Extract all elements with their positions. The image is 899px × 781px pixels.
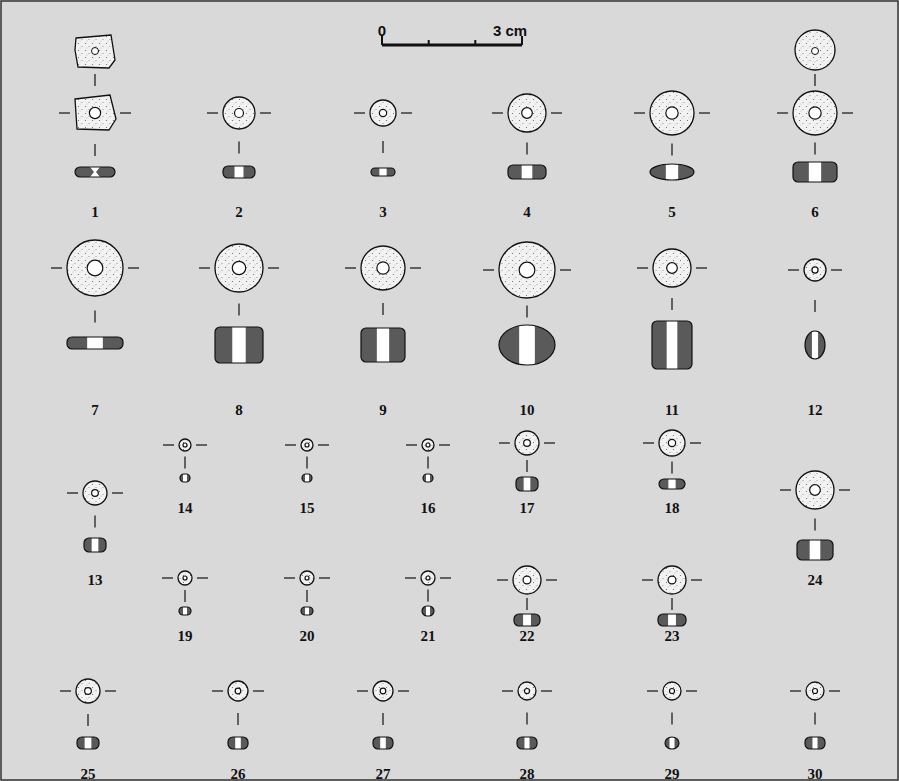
- callout-number: 30: [808, 767, 823, 781]
- callout-number: 3: [379, 205, 387, 220]
- callout-number: 11: [665, 403, 679, 418]
- bead-drawing: [497, 566, 557, 626]
- callout-number: 24: [808, 573, 823, 588]
- bead-drawing: [405, 571, 451, 616]
- bead-drawing: [51, 240, 139, 349]
- callout-number: 7: [91, 403, 99, 418]
- bead-drawing: [777, 30, 853, 182]
- callout-number: 25: [81, 767, 96, 781]
- bead-drawing: [634, 91, 710, 180]
- callout-number: 9: [379, 403, 387, 418]
- bead-drawing: [285, 439, 329, 482]
- callout-number: 26: [231, 767, 246, 781]
- bead-drawing: [354, 100, 412, 176]
- bead-drawing: [790, 682, 840, 749]
- bead-drawing: [199, 244, 279, 363]
- callout-number: 29: [665, 767, 680, 781]
- callout-number: 8: [235, 403, 243, 418]
- callout-number: 12: [808, 403, 823, 418]
- bead-drawing: [67, 481, 123, 552]
- bead-drawing: [647, 682, 697, 749]
- callout-number: 15: [300, 501, 315, 516]
- callout-number: 16: [421, 501, 436, 516]
- callout-number: 19: [178, 629, 193, 644]
- callout-number: 10: [520, 403, 535, 418]
- callout-number: 14: [178, 501, 193, 516]
- bead-drawing: [284, 571, 330, 615]
- bead-drawing: [643, 430, 701, 489]
- bead-drawing: [60, 679, 116, 749]
- callout-number: 22: [520, 629, 535, 644]
- callout-number: 28: [520, 767, 535, 781]
- bead-drawing: [483, 242, 571, 365]
- callout-number: 1: [91, 205, 99, 220]
- callout-number: 13: [88, 573, 103, 588]
- bead-drawing: [207, 97, 271, 178]
- callout-number: 6: [811, 205, 819, 220]
- bead-drawing: [499, 431, 555, 491]
- bead-drawing: [502, 682, 552, 749]
- bead-drawing: [788, 259, 842, 359]
- bead-drawing: [345, 246, 421, 362]
- callout-number: 17: [520, 501, 535, 516]
- callout-number: 20: [300, 629, 315, 644]
- callout-number: 27: [376, 767, 391, 781]
- bead-drawing: [59, 35, 131, 177]
- bead-drawing: [406, 439, 450, 482]
- callout-number: 5: [668, 205, 676, 220]
- bead-drawing: [637, 249, 707, 369]
- bead-drawing: [780, 471, 850, 560]
- scale-label: 0: [378, 23, 386, 38]
- callout-number: 21: [421, 629, 436, 644]
- callout-number: 23: [665, 629, 680, 644]
- scale-label: 3 cm: [493, 23, 527, 38]
- bead-drawing: [492, 94, 562, 179]
- callout-number: 4: [523, 205, 531, 220]
- bead-drawing: [163, 439, 207, 482]
- bead-drawing: [357, 681, 409, 749]
- bead-drawing: [212, 681, 264, 749]
- callout-number: 2: [235, 205, 243, 220]
- bead-drawing: [162, 571, 208, 615]
- callout-number: 18: [665, 501, 680, 516]
- bead-drawing: [642, 566, 702, 626]
